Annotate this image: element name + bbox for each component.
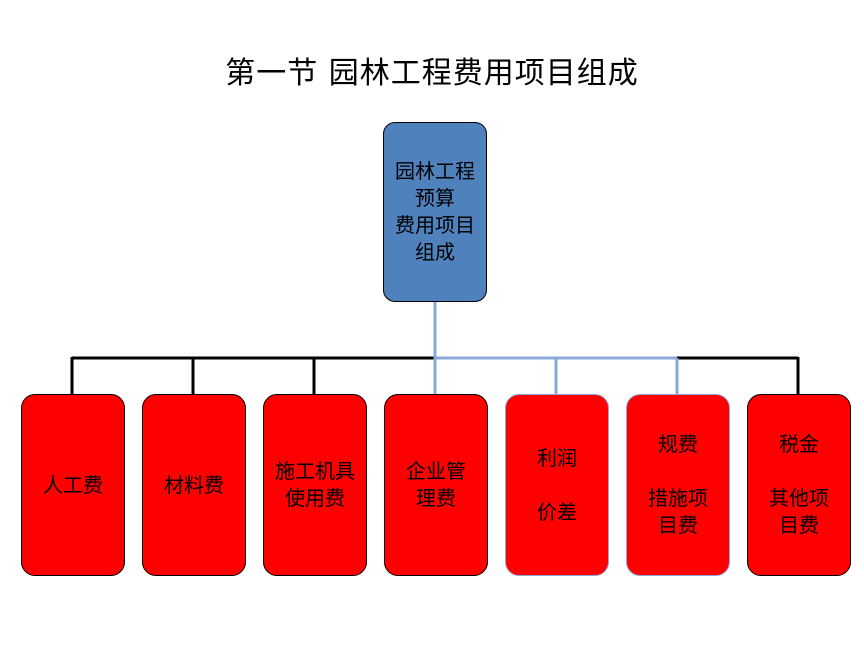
root-line: 预算 bbox=[415, 186, 455, 210]
root-line: 组成 bbox=[415, 240, 455, 264]
node-label: 税金 bbox=[779, 432, 819, 456]
node-label: 理费 bbox=[416, 486, 456, 510]
node-label: 目费 bbox=[779, 513, 819, 537]
node-taxes: 税金 其他项 目费 bbox=[747, 394, 851, 576]
node-label: 措施项 bbox=[648, 486, 708, 510]
node-label: 规费 bbox=[658, 432, 698, 456]
node-label: 目费 bbox=[658, 513, 698, 537]
node-label: 企业管 bbox=[406, 459, 466, 483]
page-title: 第一节 园林工程费用项目组成 bbox=[225, 56, 639, 91]
node-label: 其他项 bbox=[769, 486, 829, 510]
node-label: 使用费 bbox=[285, 486, 345, 510]
node-label: 人工费 bbox=[43, 472, 103, 497]
node-management-cost: 企业管 理费 bbox=[384, 394, 488, 576]
node-label: 施工机具 bbox=[275, 459, 355, 483]
node-label: 利润 bbox=[537, 445, 577, 470]
root-line: 园林工程 bbox=[395, 159, 475, 183]
node-label: 价差 bbox=[537, 499, 577, 524]
root-line: 费用项目 bbox=[395, 213, 475, 237]
node-fees: 规费 措施项 目费 bbox=[626, 394, 730, 576]
node-label: 材料费 bbox=[164, 472, 224, 497]
root-node: 园林工程 预算 费用项目 组成 bbox=[383, 122, 487, 302]
node-material-cost: 材料费 bbox=[142, 394, 246, 576]
node-labor-cost: 人工费 bbox=[21, 394, 125, 576]
node-machinery-cost: 施工机具 使用费 bbox=[263, 394, 367, 576]
node-profit: 利润 价差 bbox=[505, 394, 609, 576]
